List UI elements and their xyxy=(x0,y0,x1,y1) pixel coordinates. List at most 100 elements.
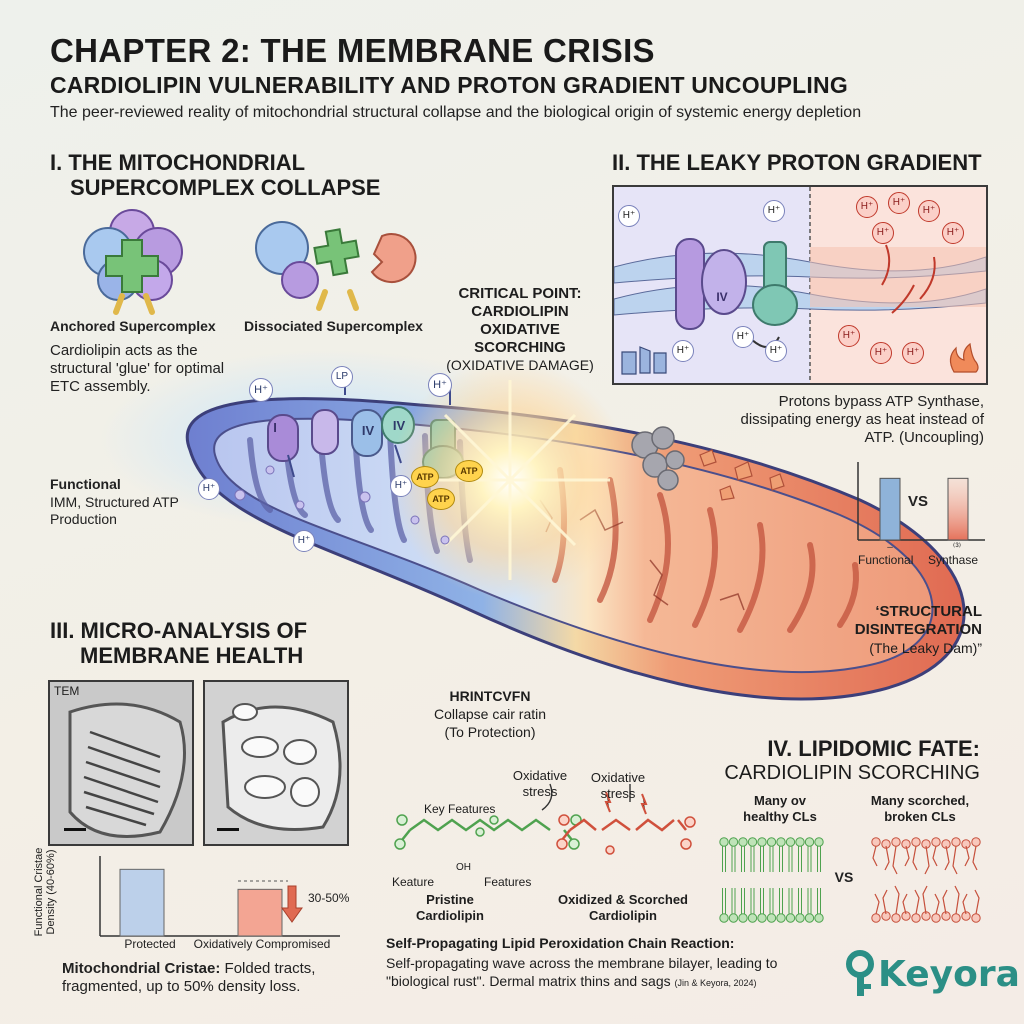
healthy-lipid-tail xyxy=(769,888,774,914)
healthy-lipid-tail xyxy=(750,888,755,914)
critical-line2: CARDIOLIPIN xyxy=(471,303,569,320)
healthy-lipid-head xyxy=(719,837,729,847)
panel-proton-red-6: H⁺ xyxy=(838,325,860,347)
uncoupling-chart: VS – ⁽³⁾ xyxy=(857,462,985,553)
panel-proton-2: H⁺ xyxy=(763,200,785,222)
healthy-lipid-head xyxy=(757,913,767,923)
uncoupling-tick-left: – xyxy=(887,542,893,553)
uncoupling-cat-synthase: Synthase xyxy=(928,553,979,567)
healthy-lipid-head xyxy=(757,837,767,847)
panel-proton-red-1: H⁺ xyxy=(856,196,878,218)
proton-marker-2: H⁺ xyxy=(428,373,452,397)
proton-marker: H⁺ xyxy=(249,378,273,402)
section-1-heading-line2: SUPERCOMPLEX COLLAPSE xyxy=(70,175,381,200)
critical-line3: OXIDATIVE xyxy=(480,321,560,338)
lipid-bilayer-comparison: VS xyxy=(719,837,981,923)
healthy-lipid-tail xyxy=(760,888,764,914)
healthy-lipid-head xyxy=(814,913,824,923)
healthy-lipid-tail xyxy=(817,846,821,872)
chain-reaction-citation: (Jin & Keyora, 2024) xyxy=(674,978,757,988)
healthy-lipid-head xyxy=(804,837,815,847)
healthy-lipid-head xyxy=(776,913,786,923)
scorched-lipid-tail xyxy=(952,845,958,875)
scorched-lipid-head xyxy=(871,837,881,847)
keature-label: Keature xyxy=(392,875,435,889)
healthy-lipid-head xyxy=(795,837,805,847)
atp-badge-3: ATP xyxy=(455,460,483,482)
scorched-lipid-head xyxy=(971,837,981,847)
oh-label: OH xyxy=(456,862,471,873)
panel-proton-red-2: H⁺ xyxy=(888,192,910,214)
healthy-lipid-head xyxy=(785,837,796,847)
chain-reaction-body-text: Self-propagating wave across the membran… xyxy=(386,955,778,989)
healthy-lipid-head xyxy=(766,837,777,847)
uncoupling-bar-functional xyxy=(879,477,901,541)
healthy-lipid-head xyxy=(738,913,748,923)
anchored-supercomplex-label: Anchored Supercomplex xyxy=(50,318,216,334)
tem-damaged-svg xyxy=(205,682,347,844)
section-3-heading-line2: MEMBRANE HEALTH xyxy=(80,643,304,668)
dissociated-supercomplex-label: Dissociated Supercomplex xyxy=(244,318,423,334)
oxidized-cardiolipin-label: Oxidized & Scorched Cardiolipin xyxy=(548,892,698,924)
critical-note: (OXIDATIVE DAMAGE) xyxy=(446,357,594,373)
cardiolipin-glue-caption: Cardiolipin acts as the structural 'glue… xyxy=(50,342,225,395)
scorched-lipid-tail xyxy=(974,889,980,915)
collapse-ratio-title: HRINTCVFN xyxy=(449,688,531,704)
uncoupling-caption: Protons bypass ATP Synthase, dissipating… xyxy=(740,393,985,446)
healthy-lipid-head xyxy=(747,837,758,847)
tem-label: TEM xyxy=(54,684,80,698)
healthy-lipid-head xyxy=(804,913,815,923)
scorched-lipid-tail xyxy=(954,885,960,915)
proton-gradient-svg xyxy=(614,187,986,383)
section-3-heading-line1: III. MICRO-ANALYSIS OF xyxy=(50,618,308,643)
page-tagline: The peer-reviewed reality of mitochondri… xyxy=(50,104,862,121)
healthy-lipid-head xyxy=(814,837,824,847)
scorched-cl-label: Many scorched, broken CLs xyxy=(870,793,970,824)
healthy-lipid-tail xyxy=(741,846,745,872)
oxidative-stress-label-1: Oxidative stress xyxy=(512,768,568,799)
healthy-lipid-tail xyxy=(731,846,736,872)
collapse-ratio-label: HRINTCVFN Collapse cair ratin (To Protec… xyxy=(410,688,570,741)
section-4-heading: IV. LIPIDOMIC FATE: CARDIOLIPIN SCORCHIN… xyxy=(720,736,980,786)
scorched-lipid-tail xyxy=(932,845,938,867)
panel-proton-4: H⁺ xyxy=(732,326,754,348)
healthy-lipid-head xyxy=(776,837,786,847)
critical-line4: SCORCHING xyxy=(474,339,566,356)
critical-point-label: CRITICAL POINT: CARDIOLIPIN OXIDATIVE SC… xyxy=(430,285,610,374)
scorched-lipid-tail xyxy=(922,885,928,915)
scorched-lipid-tail xyxy=(964,845,970,867)
healthy-lipid-head xyxy=(728,913,739,923)
atp-badge-2: ATP xyxy=(427,488,455,510)
proton-marker-4: H⁺ xyxy=(293,530,315,552)
section-3-heading: III. MICRO-ANALYSIS OF MEMBRANE HEALTH xyxy=(50,618,307,668)
collapse-ratio-line2: Collapse cair ratin xyxy=(433,706,547,722)
scorched-lipid-tail xyxy=(962,893,968,915)
chain-reaction-title: Self-Propagating Lipid Peroxidation Chai… xyxy=(386,935,735,951)
panel-proton-3: H⁺ xyxy=(672,340,694,362)
complex-i-label: I xyxy=(273,420,277,435)
healthy-lipid-head xyxy=(785,913,796,923)
healthy-lipid-tail xyxy=(722,846,726,872)
cristae-caption-rest: Folded tracts, fragmented, up to 50% den… xyxy=(62,960,316,995)
scorched-lipid-head xyxy=(911,913,921,923)
healthy-lipid-head xyxy=(738,837,748,847)
section-1-heading: I. THE MITOCHONDRIAL SUPERCOMPLEX COLLAP… xyxy=(50,150,380,200)
panel-proton-red-7: H⁺ xyxy=(870,342,892,364)
scorched-lipid-tail xyxy=(924,845,930,875)
section-4-heading-line2: CARDIOLIPIN SCORCHING xyxy=(724,762,980,784)
scorched-lipid-head xyxy=(891,837,901,847)
pristine-cardiolipin-label: Pristine Cardiolipin xyxy=(400,892,500,924)
healthy-lipid-tail xyxy=(722,888,726,914)
uncoupling-vs-label: VS xyxy=(908,493,928,510)
healthy-lipid-tail xyxy=(750,846,755,872)
brand-logo: Keyora xyxy=(842,950,1020,998)
panel-complex-iv-label: IV xyxy=(716,290,728,304)
scorched-lipid-tail xyxy=(912,845,918,871)
scorched-lipid-tail xyxy=(942,889,948,915)
healthy-lipid-head xyxy=(766,913,777,923)
structural-disintegration-label: ‘STRUCTURAL DISINTEGRATION (The Leaky Da… xyxy=(780,603,982,657)
uncoupling-bar-synthase xyxy=(947,477,969,541)
panel-proton-1: H⁺ xyxy=(618,205,640,227)
cristae-caption: Mitochondrial Cristae: Folded tracts, fr… xyxy=(62,960,352,996)
healthy-lipid-tail xyxy=(760,846,764,872)
